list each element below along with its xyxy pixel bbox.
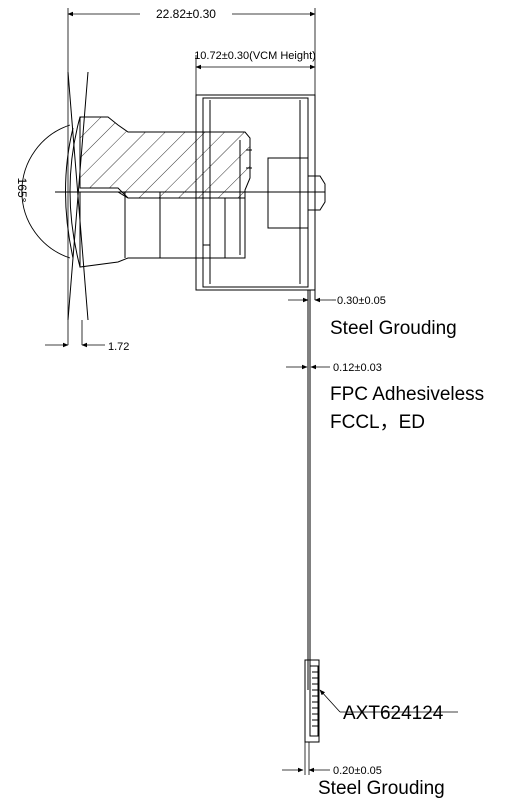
- dim-steel-top: 0.30±0.05: [337, 295, 386, 307]
- label-steel-bottom: Steel Grouding: [318, 778, 445, 799]
- vcm-housing: [195, 94, 326, 291]
- label-fpc-line1: FPC Adhesiveless: [330, 384, 484, 405]
- dim-vcm-height: 10.72±0.30(VCM Height): [194, 50, 316, 62]
- dim-lens-offset: 1.72: [108, 341, 129, 353]
- dim-steel-bottom: 0.20±0.05: [333, 765, 382, 777]
- dim-lens-fov: 165°: [15, 178, 29, 203]
- fpc-ribbon: [307, 290, 316, 690]
- dim-total-length: 22.82±0.30: [156, 7, 216, 21]
- lens-assembly: [79, 116, 252, 268]
- connector-body: [304, 659, 320, 743]
- lens-glass: [21, 71, 89, 321]
- label-connector: AXT624124: [343, 703, 444, 724]
- label-fpc-line2: FCCL，ED: [330, 412, 425, 433]
- dim-fpc-thickness: 0.12±0.03: [333, 362, 382, 374]
- label-steel-top: Steel Grouding: [330, 318, 457, 339]
- dimension-lines: [45, 11, 458, 775]
